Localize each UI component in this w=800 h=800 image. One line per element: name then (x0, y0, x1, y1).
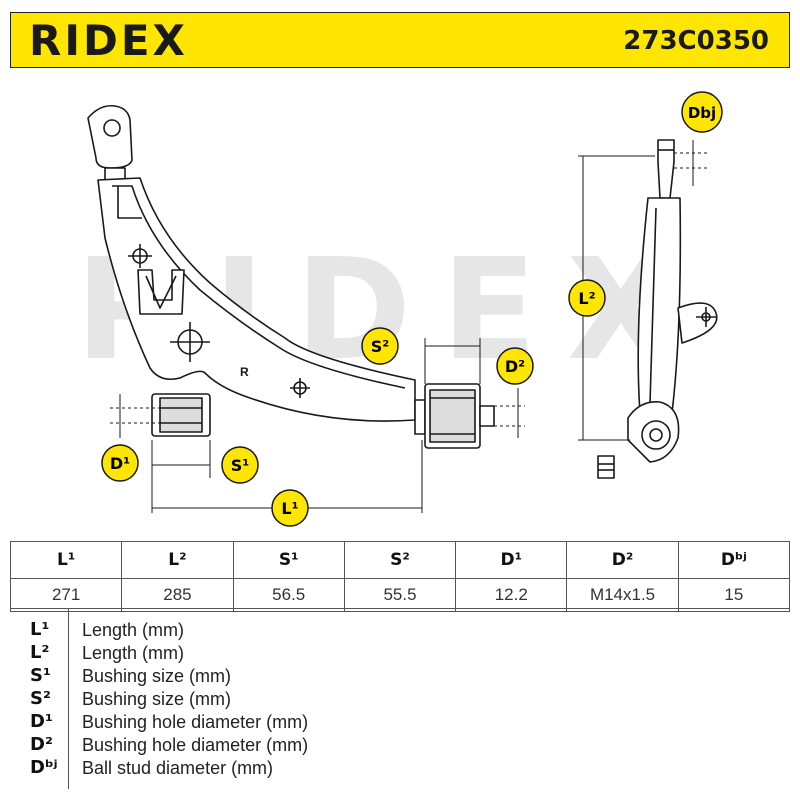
spec-header-row: L¹ L² S¹ S² D¹ D² Dᵇʲ (9, 541, 791, 579)
legend-row: D² Bushing hole diameter (mm) (10, 734, 790, 756)
badge-d2: D² (496, 347, 534, 385)
spec-value: 55.5 (343, 578, 457, 612)
side-nut (597, 455, 615, 479)
part-number: 273C0350 (623, 26, 769, 56)
u-bracket (137, 269, 185, 315)
legend-desc: Ball stud diameter (mm) (82, 758, 274, 778)
badge-s1: S¹ (221, 446, 259, 484)
legend-row: S¹ Bushing size (mm) (10, 665, 790, 687)
legend-desc: Bushing size (mm) (82, 689, 232, 709)
legend-row: L¹ Length (mm) (10, 619, 790, 641)
spec-header: Dᵇʲ (677, 541, 791, 579)
badge-s2: S² (361, 327, 399, 365)
brand-logo: RIDEX (29, 16, 188, 65)
spec-header: D¹ (455, 541, 568, 579)
svg-text:Dbj: Dbj (688, 104, 716, 122)
legend-desc: Bushing size (mm) (82, 666, 232, 686)
center-mark-3 (290, 378, 310, 398)
header-banner: RIDEX 273C0350 (10, 12, 790, 68)
spec-header: S² (343, 541, 457, 579)
legend-row: S² Bushing size (mm) (10, 688, 790, 710)
spec-value-row: 271 285 56.5 55.5 12.2 M14x1.5 15 (9, 578, 791, 612)
legend-desc: Length (mm) (82, 643, 185, 663)
legend-desc: Length (mm) (82, 620, 185, 640)
spec-value: 271 (9, 578, 123, 612)
legend-key: S² (30, 688, 51, 709)
stamp-mark: R (240, 365, 249, 379)
badge-l2: L² (568, 279, 606, 317)
spec-header: S¹ (232, 541, 345, 579)
legend-key: D¹ (30, 711, 53, 732)
legend-row: D¹ Bushing hole diameter (mm) (10, 711, 790, 733)
svg-text:D¹: D¹ (110, 454, 130, 473)
spec-value: 56.5 (232, 578, 345, 612)
spec-header: D² (566, 541, 679, 579)
front-bushing (151, 393, 211, 437)
legend-desc: Bushing hole diameter (mm) (82, 735, 309, 755)
legend-key: S¹ (30, 665, 51, 686)
spec-value: 15 (677, 578, 791, 612)
center-mark-2 (170, 322, 210, 362)
legend-row: L² Length (mm) (10, 642, 790, 664)
svg-text:S²: S² (371, 337, 390, 356)
svg-text:L²: L² (578, 289, 595, 308)
spec-table: L¹ L² S¹ S² D¹ D² Dᵇʲ 271 285 56.5 55.5 … (9, 541, 791, 612)
badge-d1: D¹ (101, 444, 139, 482)
svg-text:D²: D² (505, 357, 525, 376)
legend-divider (68, 609, 69, 789)
badge-dbj: Dbj (681, 91, 723, 133)
spec-header: L² (121, 541, 234, 579)
side-bracket (677, 302, 718, 344)
legend-row: Dᵇʲ Ball stud diameter (mm) (10, 757, 790, 779)
legend-key: L¹ (30, 619, 50, 640)
arm-body (97, 177, 416, 422)
rear-bushing (414, 383, 495, 449)
ball-joint-head (87, 104, 133, 169)
center-mark-1 (128, 244, 152, 268)
legend: L¹ Length (mm) L² Length (mm) S¹ Bushing… (10, 608, 790, 789)
legend-key: Dᵇʲ (30, 757, 58, 778)
side-body (637, 197, 682, 414)
side-stud (657, 139, 675, 199)
spec-value: 285 (121, 578, 234, 612)
svg-text:S¹: S¹ (231, 456, 250, 475)
legend-key: D² (30, 734, 53, 755)
control-arm-top-view: R (87, 104, 495, 449)
badge-l1: L¹ (271, 489, 309, 527)
svg-text:L¹: L¹ (281, 499, 298, 518)
legend-desc: Bushing hole diameter (mm) (82, 712, 309, 732)
control-arm-side-view (597, 139, 718, 479)
spec-header: L¹ (9, 541, 123, 579)
legend-key: L² (30, 642, 50, 663)
spec-value: 12.2 (455, 578, 568, 612)
technical-diagram: RIDEX R (75, 91, 723, 527)
spec-value: M14x1.5 (566, 578, 679, 612)
